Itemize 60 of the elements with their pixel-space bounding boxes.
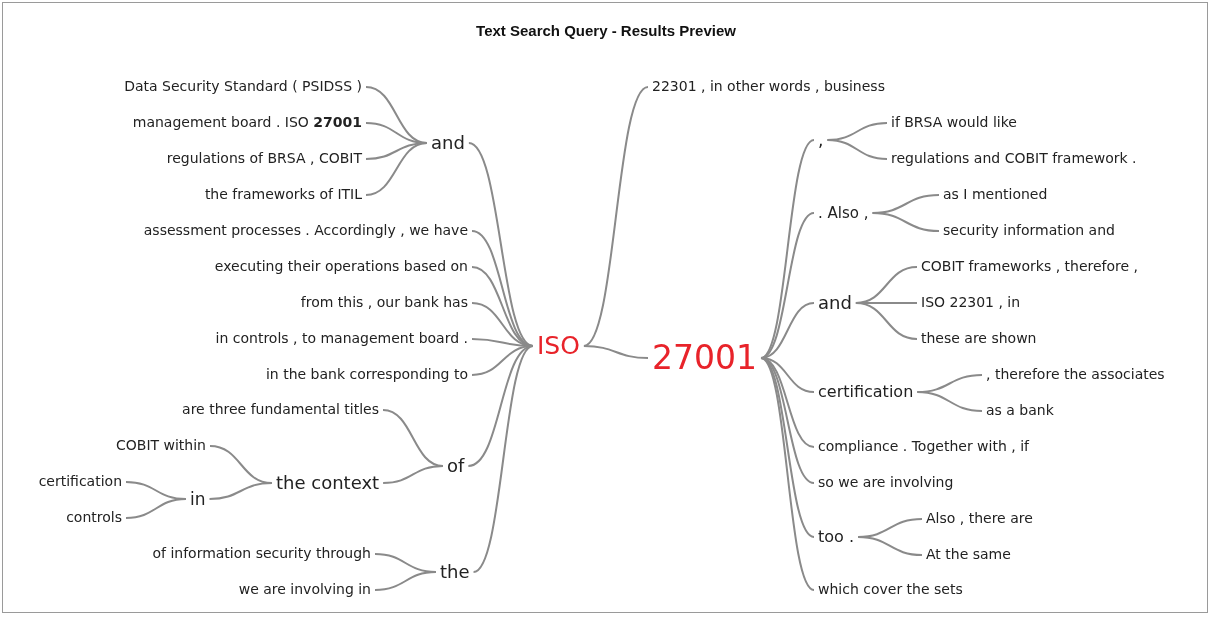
word-tree-phrase: so we are involving [818, 475, 954, 491]
word-tree-phrase: in [190, 489, 206, 509]
word-tree-phrase: assessment processes . Accordingly , we have [143, 223, 468, 239]
word-tree-phrase: the frameworks of ITIL [204, 187, 362, 203]
word-tree-phrase: and [818, 293, 852, 313]
diagram-title: Text Search Query - Results Preview [475, 22, 737, 39]
word-tree-phrase: the context [276, 473, 380, 493]
branch-line [916, 391, 983, 412]
branch-line [582, 345, 649, 359]
word-tree-phrase: these are shown [921, 331, 1037, 347]
word-tree-phrase: compliance . Together with , if [818, 439, 1029, 455]
word-tree-phrase: 22301 , in other words , business [652, 79, 885, 95]
root-word: 27001 [652, 339, 757, 377]
branch-line [472, 345, 534, 573]
word-tree-phrase: in the bank corresponding to [265, 367, 468, 383]
word-tree-phrase: regulations and COBIT framework . [891, 151, 1137, 167]
branch-line [125, 498, 187, 519]
word-tree-phrase: , therefore the associates [986, 367, 1165, 383]
word-tree-phrase: as a bank [986, 403, 1054, 419]
word-tree-phrase: Also , there are [926, 511, 1033, 527]
word-tree-phrase: COBIT within [116, 438, 206, 454]
word-tree-phrase: COBIT frameworks , therefore , [921, 259, 1139, 275]
branch-line [208, 482, 273, 500]
branch-line [871, 212, 940, 232]
branch-line [382, 465, 444, 484]
branch-line [467, 142, 534, 347]
branch-line [760, 212, 815, 359]
word-tree-phrase: too . [818, 528, 855, 546]
word-tree-phrase: if BRSA would like [891, 115, 1017, 131]
word-tree-phrase: certification [818, 383, 914, 401]
word-tree-phrase: the [440, 562, 470, 582]
branch-line [826, 139, 888, 160]
word-tree-phrase: which cover the sets [818, 582, 963, 598]
word-tree-phrase: of information security through [152, 546, 371, 562]
branch-line [467, 345, 534, 467]
branch-line [857, 536, 923, 556]
word-tree-phrase: we are involving in [238, 582, 371, 598]
branch-line [374, 571, 437, 591]
word-tree-phrase: security information and [943, 223, 1115, 239]
word-tree-phrase: from this , our bank has [300, 295, 468, 311]
branch-line [760, 357, 815, 591]
word-tree-phrase: Data Security Standard ( PSIDSS ) [124, 79, 362, 95]
word-tree-phrase: management board . ISO 27001 [132, 115, 362, 131]
word-tree-phrase: certification [38, 474, 122, 490]
word-tree-phrase: of [447, 456, 465, 476]
word-tree-phrase: in controls , to management board . [215, 331, 468, 347]
word-tree-phrase: are three fundamental titles [182, 402, 379, 418]
root-word: ISO [537, 332, 580, 360]
branch-line [854, 302, 918, 340]
word-tree-phrase: At the same [926, 547, 1011, 563]
word-tree-phrase: and [431, 133, 465, 153]
word-tree-phrase: ISO 22301 , in [921, 295, 1021, 311]
word-tree-phrase: , [818, 130, 824, 150]
branch-line [365, 142, 428, 196]
branch-line [760, 357, 815, 484]
word-tree-phrase: controls [66, 510, 122, 526]
word-tree-phrase: regulations of BRSA , COBIT [166, 151, 362, 167]
word-tree-phrase: executing their operations based on [214, 259, 468, 275]
word-tree-phrase: . Also , [818, 204, 869, 222]
word-tree-phrase: as I mentioned [943, 187, 1048, 203]
